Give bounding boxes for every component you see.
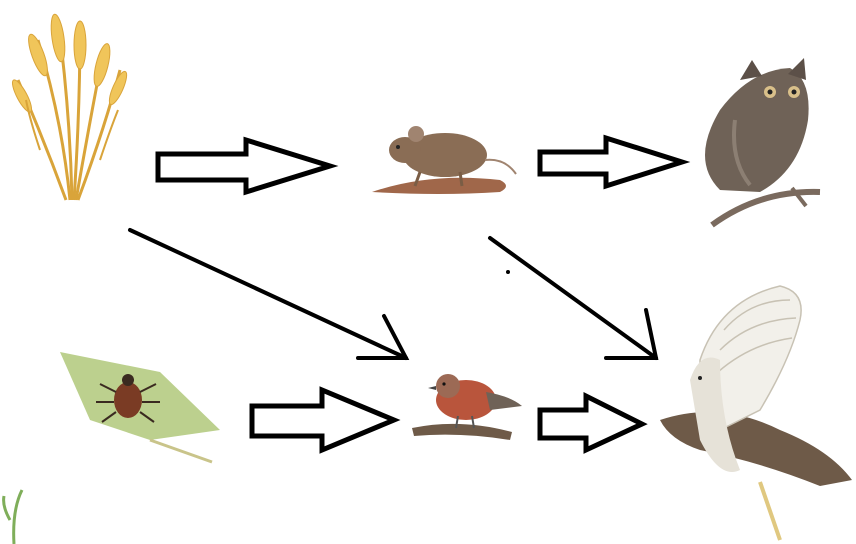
beetle-icon — [60, 352, 220, 462]
wheat-icon — [9, 13, 130, 200]
arrow-wheat-to-bird — [130, 230, 406, 358]
mouse-icon — [372, 126, 516, 194]
arrow-mouse-to-owl — [540, 138, 682, 186]
arrow-beetle-to-bird — [252, 390, 394, 450]
plant-fragment-icon — [4, 490, 22, 544]
arrow-wheat-to-mouse — [158, 140, 330, 192]
arrow-mouse-to-hawk — [490, 238, 656, 358]
stray-dot — [506, 270, 510, 274]
arrow-bird-to-hawk — [540, 396, 642, 450]
hawk-icon — [660, 286, 852, 540]
owl-icon — [705, 58, 820, 225]
bird-icon — [412, 374, 522, 440]
